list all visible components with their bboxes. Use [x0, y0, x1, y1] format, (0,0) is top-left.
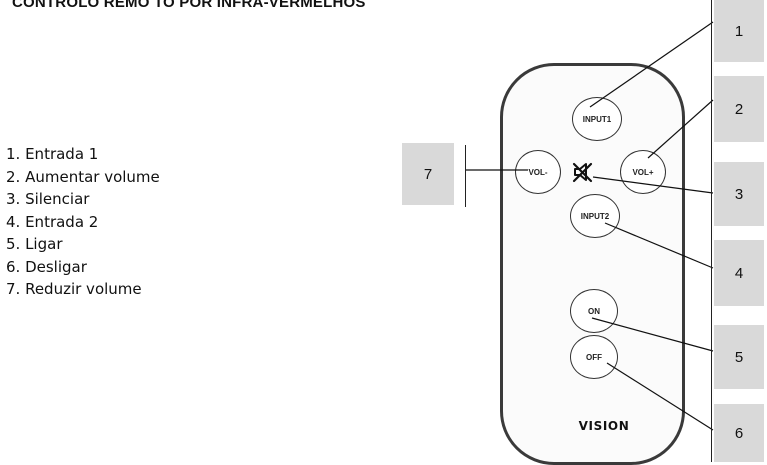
input2-button[interactable]: INPUT2 [570, 194, 620, 238]
callout-5: 5 [714, 325, 764, 389]
page-title: CONTROLO REMO TO POR INFRA-VERMELHOS [12, 0, 366, 11]
legend-item-2: 2. Aumentar volume [6, 167, 160, 186]
callout-7-divider [465, 145, 466, 207]
callout-2: 2 [714, 76, 764, 142]
callout-6: 6 [714, 404, 764, 462]
vol-plus-button[interactable]: VOL+ [620, 150, 666, 194]
legend-item-6: 6. Desligar [6, 257, 87, 276]
speaker-muted-icon [572, 162, 593, 183]
callout-7: 7 [402, 143, 454, 205]
legend-item-4: 4. Entrada 2 [6, 212, 99, 231]
legend-item-5: 5. Ligar [6, 235, 63, 253]
vol-minus-button[interactable]: VOL- [515, 150, 561, 194]
legend-item-1: 1. Entrada 1 [6, 145, 99, 163]
callout-1: 1 [714, 0, 764, 62]
callout-divider [711, 0, 712, 462]
off-button[interactable]: OFF [570, 335, 618, 379]
legend-item-3: 3. Silenciar [6, 190, 90, 208]
mute-button[interactable] [568, 157, 598, 187]
legend-item-7: 7. Reduzir volume [6, 280, 142, 298]
callout-4: 4 [714, 240, 764, 306]
input1-button[interactable]: INPUT1 [572, 97, 622, 141]
callout-3: 3 [714, 162, 764, 226]
on-button[interactable]: ON [570, 289, 618, 333]
legend-list: 1. Entrada 1 2. Aumentar volume 3. Silen… [6, 143, 160, 301]
brand-logo: VISION [578, 419, 630, 433]
